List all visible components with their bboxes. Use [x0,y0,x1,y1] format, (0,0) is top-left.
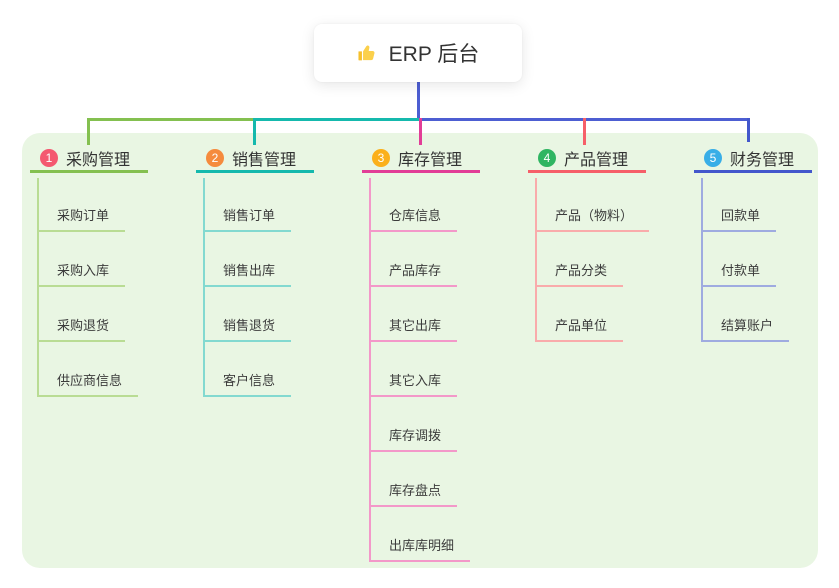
branch-title-label: 采购管理 [66,151,131,169]
branch-sales: 2 销售管理销售订单销售出库销售退货客户信息 [196,147,356,397]
root-node[interactable]: ERP 后台 [314,24,522,82]
mindmap-node-item[interactable]: 结算账户 [703,314,790,342]
mindmap-node-item[interactable]: 其它出库 [371,314,458,342]
branch-title-inventory[interactable]: 3 库存管理 [362,147,480,173]
root-title: ERP 后台 [388,43,480,66]
mindmap-node-item[interactable]: 付款单 [703,259,777,287]
mindmap-node-item[interactable]: 客户信息 [205,369,292,397]
thumbs-up-icon [357,42,379,64]
branch-connector [253,118,256,145]
mindmap-node-item[interactable]: 销售订单 [205,204,292,232]
branch-connector [419,118,422,145]
mindmap-node-item[interactable]: 产品分类 [537,259,624,287]
mindmap-node-item[interactable]: 库存盘点 [371,479,458,507]
branch-title-finance[interactable]: 5 财务管理 [694,147,812,173]
branch-title-label: 产品管理 [564,151,629,169]
branch-badge: 1 [40,148,58,167]
mindmap-node-item[interactable]: 产品单位 [537,314,624,342]
branch-title-label: 财务管理 [730,151,795,169]
branch-badge: 5 [704,148,722,167]
branch-connector [87,118,90,145]
branch-title-label: 库存管理 [398,151,463,169]
mindmap-node-item[interactable]: 产品（物料） [537,204,650,232]
root-connector [417,82,420,119]
mindmap-canvas [22,133,818,568]
branch-badge: 3 [372,148,390,167]
mindmap-node-item[interactable]: 出库库明细 [371,534,471,562]
mindmap-node-item[interactable]: 销售出库 [205,259,292,287]
branch-title-label: 销售管理 [232,151,297,169]
branch-title-product[interactable]: 4 产品管理 [528,147,646,173]
mindmap-node-item[interactable]: 采购订单 [39,204,126,232]
branch-finance: 5 财务管理回款单付款单结算账户 [694,147,839,342]
branch-child-connector [37,178,39,397]
mindmap-node-item[interactable]: 仓库信息 [371,204,458,232]
branch-child-connector [203,178,205,397]
mindmap-node-item[interactable]: 供应商信息 [39,369,139,397]
mindmap-node-item[interactable]: 销售退货 [205,314,292,342]
mindmap-node-item[interactable]: 采购入库 [39,259,126,287]
branch-connector [583,118,586,145]
connector-line [253,118,420,121]
mindmap-node-item[interactable]: 采购退货 [39,314,126,342]
mindmap-node-item[interactable]: 回款单 [703,204,777,232]
branch-inventory: 3 库存管理仓库信息产品库存其它出库其它入库库存调拨库存盘点出库库明细 [362,147,522,562]
mindmap-node-item[interactable]: 产品库存 [371,259,458,287]
branch-badge: 2 [206,148,224,167]
branch-child-connector [369,178,371,562]
branch-title-purchase[interactable]: 1 采购管理 [30,147,148,173]
branch-child-connector [701,178,703,342]
connector-line [87,118,255,121]
branch-purchase: 1 采购管理采购订单采购入库采购退货供应商信息 [30,147,190,397]
branch-child-connector [535,178,537,342]
mindmap-node-item[interactable]: 库存调拨 [371,424,458,452]
branch-connector [747,118,750,142]
branch-product: 4 产品管理产品（物料） 产品分类产品单位 [528,147,688,342]
branch-title-sales[interactable]: 2 销售管理 [196,147,314,173]
mindmap-node-item[interactable]: 其它入库 [371,369,458,397]
branch-badge: 4 [538,148,556,167]
